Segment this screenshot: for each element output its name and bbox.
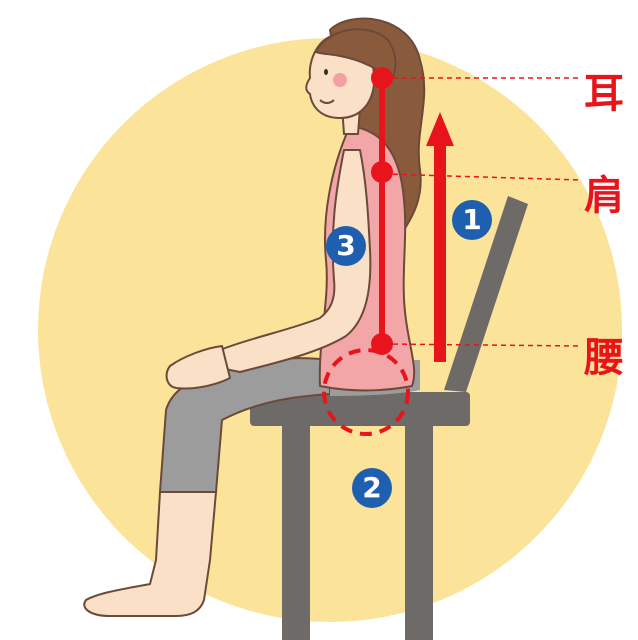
shoulder-point — [371, 161, 393, 183]
ear-label: 耳 — [584, 74, 624, 114]
waist-point — [371, 333, 393, 355]
shoulder-label: 肩 — [584, 176, 624, 216]
chair-leg-back — [405, 426, 433, 640]
step-badge-1: 1 — [452, 200, 492, 240]
step-badge-2: 2 — [352, 468, 392, 508]
chair-leg-front — [282, 426, 310, 640]
eye — [324, 69, 328, 75]
cheek — [333, 73, 347, 87]
ear-point — [371, 67, 393, 89]
step-badge-3: 3 — [326, 226, 366, 266]
waist-label: 腰 — [584, 338, 624, 378]
